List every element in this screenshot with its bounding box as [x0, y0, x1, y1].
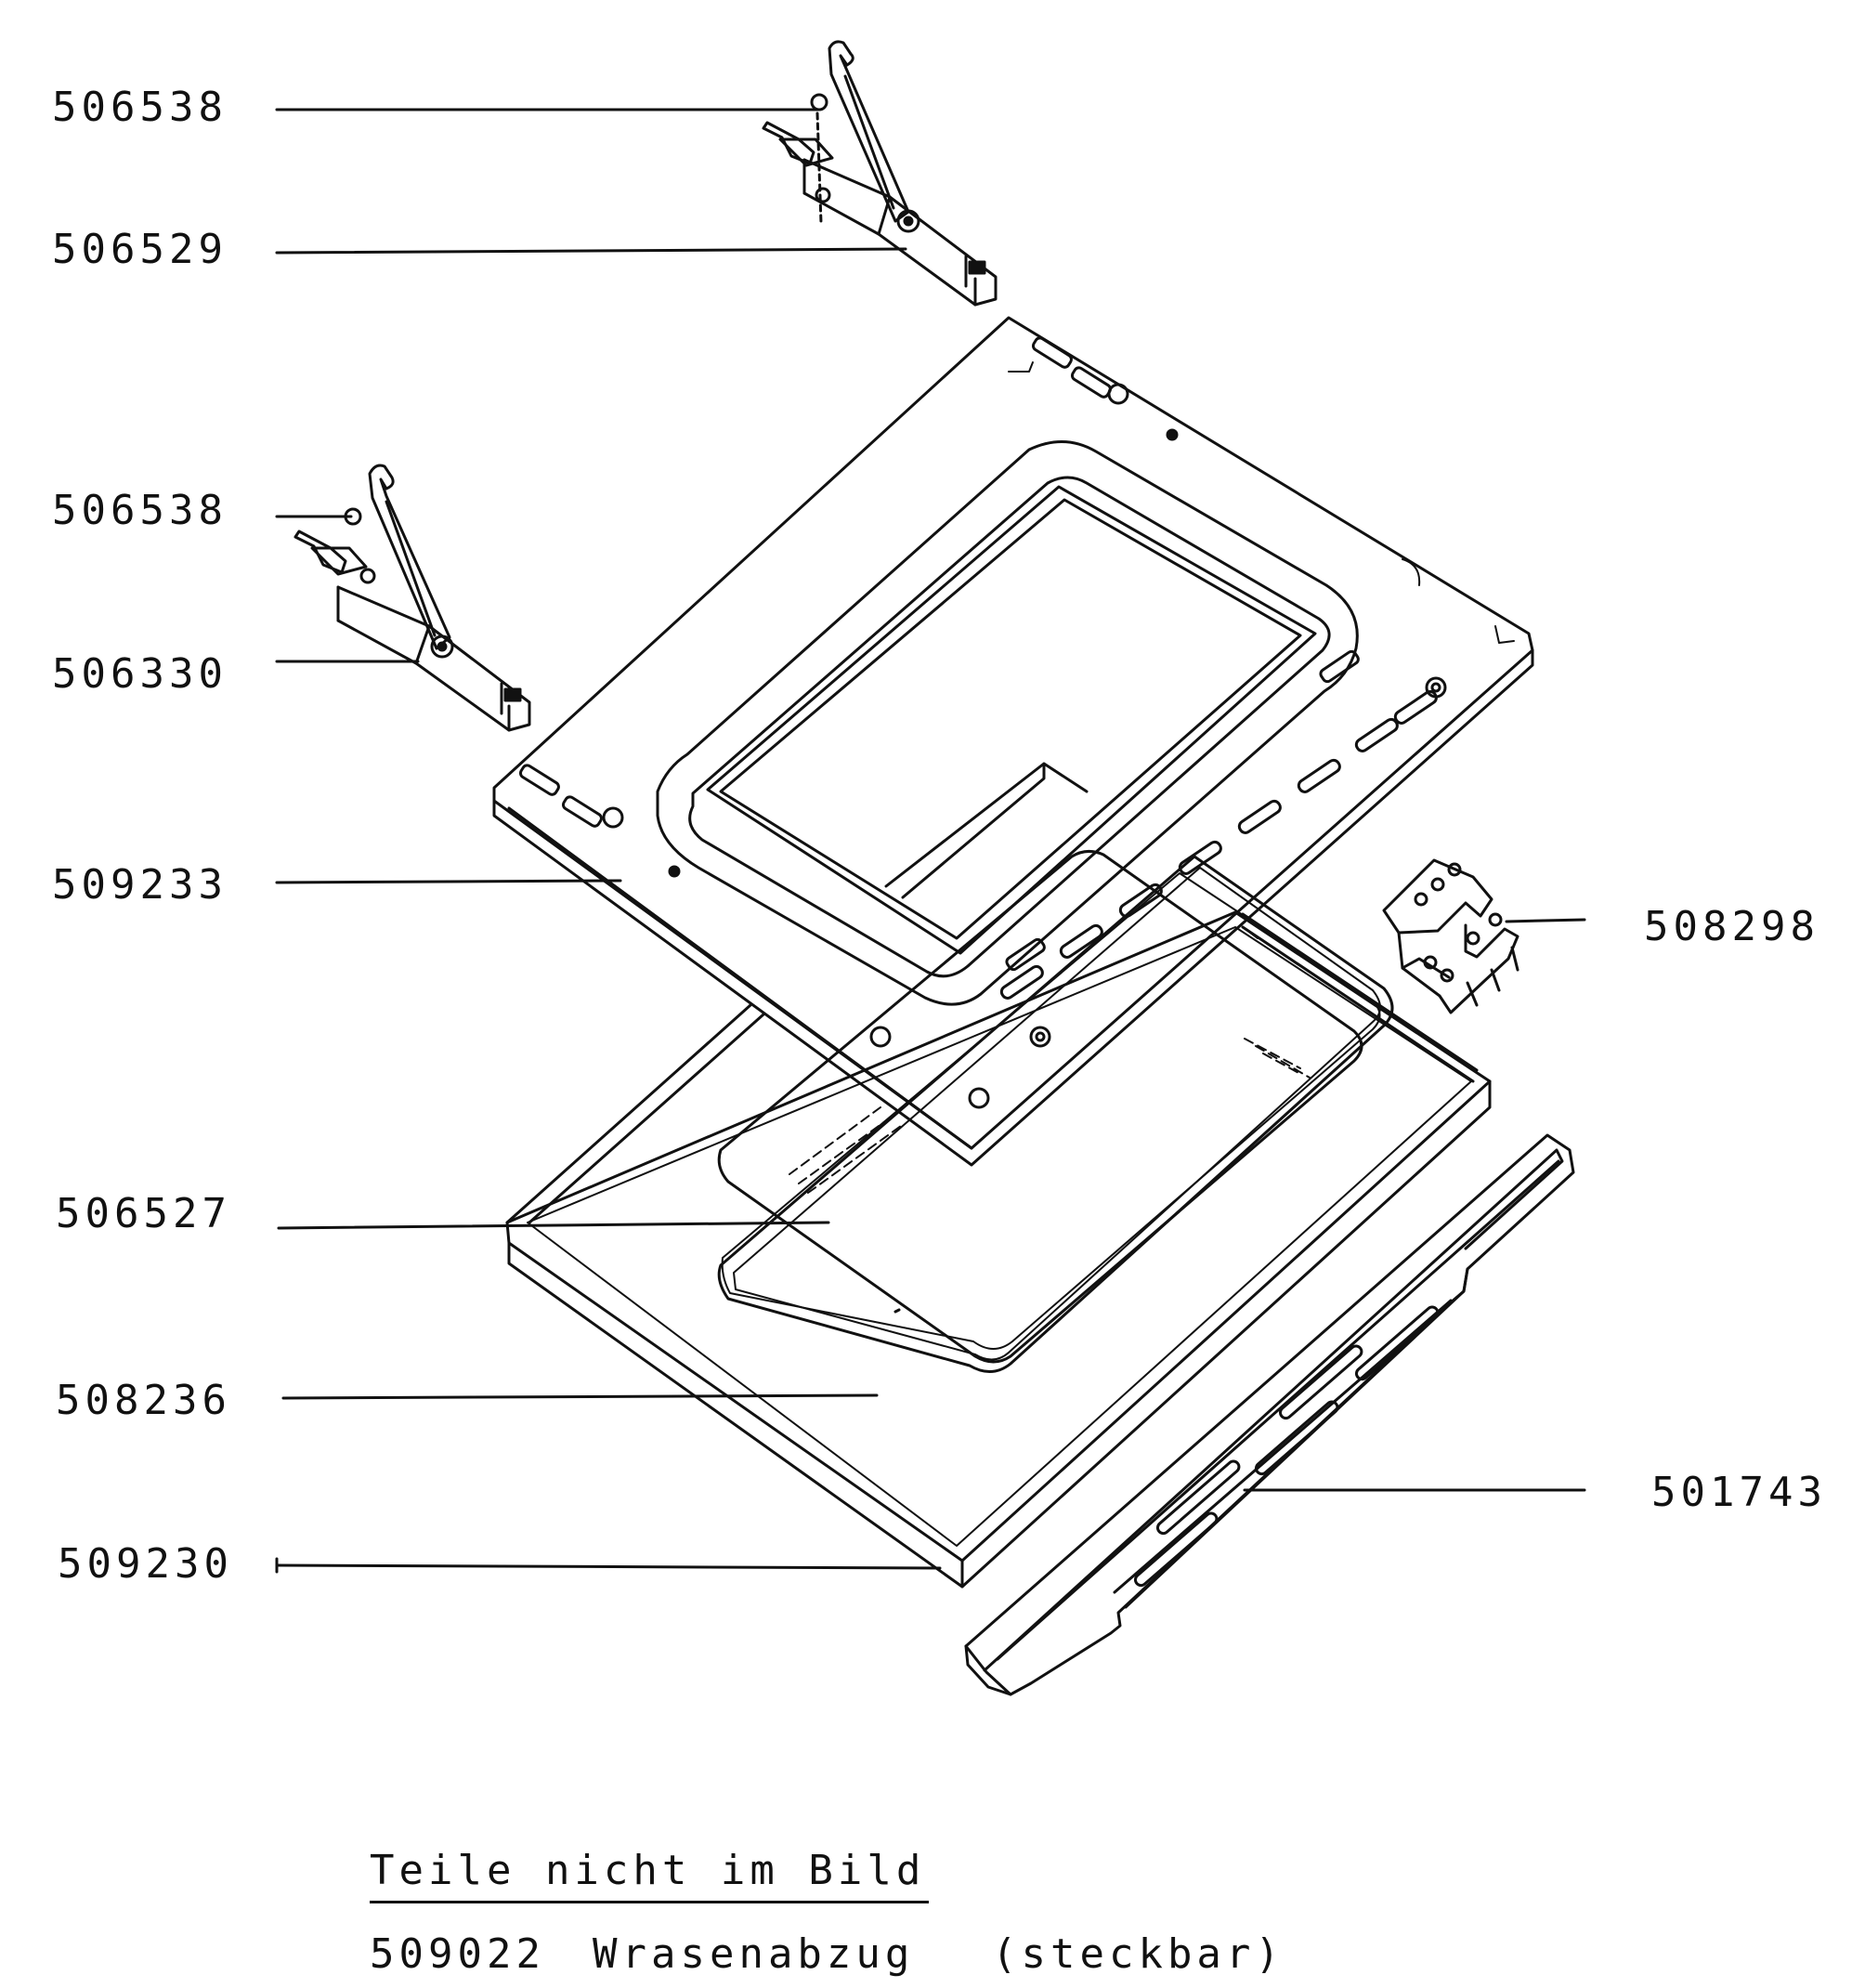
leader-line-p5	[275, 879, 622, 884]
leader-line-p6	[1505, 918, 1586, 923]
footer-item-note: (steckbar)	[992, 1930, 1285, 1978]
door-handle-strip	[964, 1133, 1575, 1696]
leader-line-p2	[275, 247, 907, 255]
part-number-p9: 501743	[1651, 1469, 1827, 1516]
glass-pane-and-seal	[717, 850, 1394, 1373]
footer-item-number: 509022	[370, 1930, 545, 1978]
parts-not-shown-heading: Teile nicht im Bild	[370, 1847, 926, 1894]
leader-line-p8	[281, 1393, 879, 1400]
hinge-upper	[762, 40, 998, 307]
hinge-lower	[293, 464, 531, 732]
part-number-p6: 508298	[1644, 903, 1819, 950]
leader-line-p7	[277, 1221, 830, 1230]
leader-line-p10	[275, 1563, 942, 1570]
inner-door-frame	[492, 316, 1534, 1167]
part-number-p1: 506538	[52, 84, 228, 131]
leader-lines	[275, 108, 1586, 1574]
part-number-p7: 506527	[56, 1190, 231, 1237]
heading-underline	[370, 1901, 929, 1903]
part-number-p10: 509230	[58, 1540, 233, 1588]
part-number-p3: 506538	[52, 487, 228, 534]
part-number-p2: 506529	[52, 226, 228, 273]
part-number-p5: 509233	[52, 861, 228, 909]
part-number-p4: 506330	[52, 650, 228, 698]
mounting-clip	[1382, 858, 1519, 1014]
outer-door-panel	[505, 910, 1492, 1589]
part-number-p8: 508236	[56, 1377, 231, 1424]
footer-item-name: Wrasenabzug	[593, 1930, 915, 1978]
